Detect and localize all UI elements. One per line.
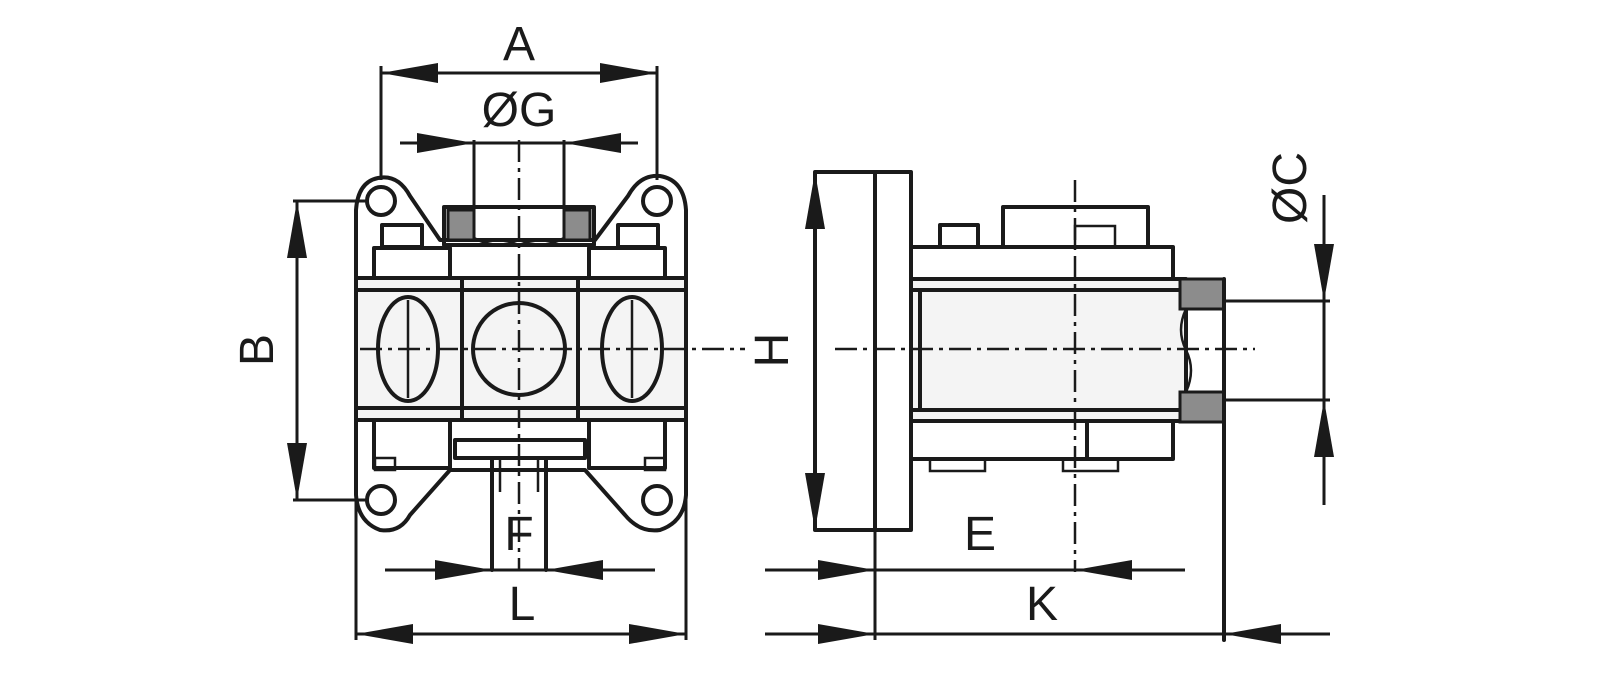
mount-hole-bottom-right [641, 484, 673, 516]
side-top-port-inner [1073, 224, 1117, 249]
label-g: ØG [482, 84, 557, 137]
dim-a-arrow-left [381, 63, 438, 83]
dim-width-arrow-left [356, 624, 413, 644]
dim-k-arrow-right [1224, 624, 1281, 644]
collar-upper-left [372, 246, 452, 280]
side-dimensions: H ØC E K [746, 152, 1334, 644]
seal-left [446, 208, 476, 242]
mount-hole-top-left [365, 185, 397, 217]
dim-width-arrow-right [629, 624, 686, 644]
dim-b-arrow-bottom [287, 443, 307, 500]
seal-right [562, 208, 592, 242]
side-view [813, 170, 1255, 642]
collar-lower-left [372, 418, 452, 470]
bolt-head-top-left [380, 223, 424, 249]
dim-b-arrow-top [287, 201, 307, 258]
dim-c-arrow-bottom [1314, 400, 1334, 457]
side-bottom-foot-left [928, 457, 987, 473]
dim-c-arrow-top [1314, 244, 1334, 301]
label-c: ØC [1264, 152, 1317, 224]
break-line [473, 236, 565, 246]
dim-k-arrow-left [818, 624, 875, 644]
collar-upper-right [587, 246, 667, 280]
dim-f-arrow-right [546, 560, 603, 580]
side-bolt-head [938, 223, 980, 249]
front-view [354, 140, 745, 572]
label-k: K [1026, 578, 1058, 631]
label-a: A [503, 18, 535, 71]
side-body-lower [909, 419, 1175, 461]
mount-hole-top-right [641, 185, 673, 217]
front-dimensions: A ØG B F L [231, 18, 688, 644]
front-flange-outline [354, 173, 688, 533]
mount-hole-bottom-left [365, 484, 397, 516]
dim-h-arrow-top [805, 172, 825, 229]
side-flange-plate [813, 170, 913, 532]
label-f: F [504, 508, 533, 561]
bolt-head-top-right [616, 223, 660, 249]
dim-e-arrow-right [1075, 560, 1132, 580]
label-e: E [964, 508, 996, 561]
label-b: B [231, 334, 284, 366]
dim-f-arrow-left [435, 560, 492, 580]
seal-lower [1178, 390, 1226, 424]
collar-lower-right [587, 418, 667, 470]
dim-g-arrow-left [417, 133, 474, 153]
bolt-head-bottom-right [643, 456, 667, 472]
label-h: H [746, 333, 799, 368]
label-l: L [509, 578, 536, 631]
dim-g-arrow-right [564, 133, 621, 153]
seal-upper [1178, 277, 1226, 311]
dim-e-arrow-left [818, 560, 875, 580]
side-bottom-foot-right [1061, 457, 1120, 473]
side-body-upper [909, 245, 1175, 281]
dim-a-arrow-right [600, 63, 657, 83]
bolt-head-bottom-left [373, 456, 397, 472]
dim-h-arrow-bottom [805, 473, 825, 530]
